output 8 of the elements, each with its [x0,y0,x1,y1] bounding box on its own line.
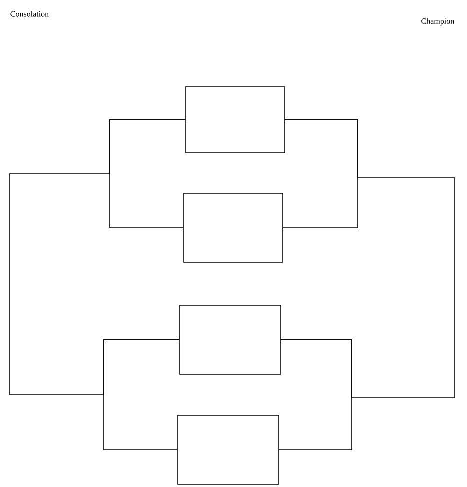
bracket-box [186,86,286,154]
bracket-line [281,120,456,398]
bracket-line [10,120,186,396]
bracket-box [184,193,284,263]
heading-label: Champion [422,18,454,26]
heading-label: Consolation [10,11,49,17]
bracket-box [178,415,280,485]
bracket-box [180,305,282,375]
